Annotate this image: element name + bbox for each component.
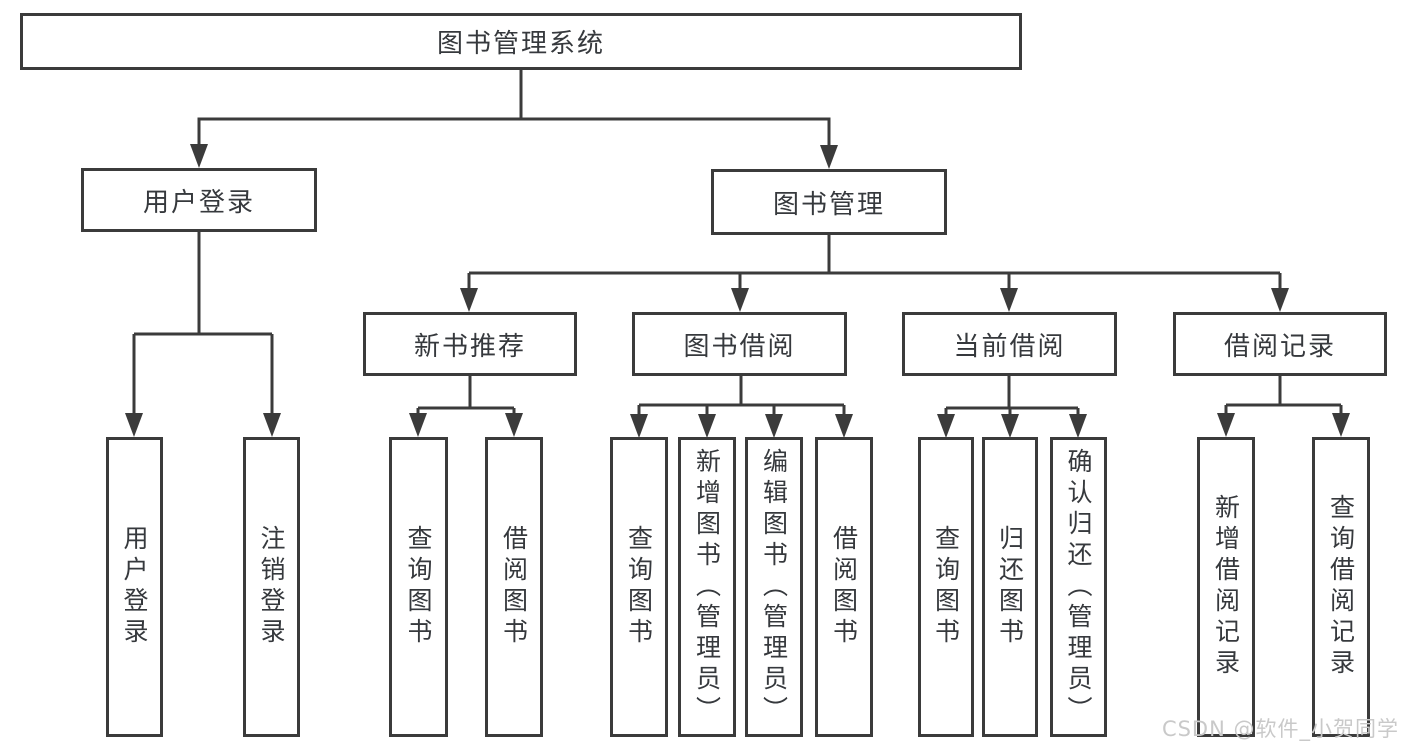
node-current-borrow: 当前借阅	[902, 312, 1117, 376]
connector-bookborrow-to-leaves	[637, 376, 846, 420]
connector-records-to-leaves	[1224, 376, 1343, 419]
node-root: 图书管理系统	[20, 13, 1022, 70]
leaf-edit-books-admin: 编辑图书（管理员）	[745, 437, 803, 737]
connector-newbook-to-leaves	[416, 376, 516, 419]
leaf-borrow-books-2: 借阅图书	[815, 437, 873, 737]
leaf-add-books-admin: 新增图书（管理员）	[678, 437, 736, 737]
connector-root-to-level2	[197, 70, 831, 148]
leaf-label: 用户登录	[120, 525, 149, 649]
leaf-label: 编辑图书（管理员）	[759, 447, 789, 727]
leaf-label: 查询图书	[624, 525, 654, 649]
node-borrow-records: 借阅记录	[1173, 312, 1387, 376]
node-new-book-recommend: 新书推荐	[363, 312, 577, 376]
leaf-label: 查询图书	[931, 525, 961, 649]
node-book-management: 图书管理	[711, 169, 947, 235]
connector-userlogin-to-leaves	[132, 232, 274, 419]
leaf-label: 归还图书	[995, 525, 1025, 649]
connector-bookmgmt-to-level3	[467, 235, 1282, 294]
leaf-label: 借阅图书	[499, 525, 529, 649]
leaf-query-books-3: 查询图书	[918, 437, 974, 737]
leaf-user-login: 用户登录	[106, 437, 163, 737]
leaf-label: 查询图书	[404, 525, 433, 649]
connector-currentborrow-to-leaves	[944, 376, 1080, 420]
leaf-label: 借阅图书	[829, 525, 859, 649]
leaf-label: 查询借阅记录	[1326, 494, 1356, 680]
leaf-return-books: 归还图书	[982, 437, 1038, 737]
leaf-add-borrow-record: 新增借阅记录	[1197, 437, 1255, 737]
leaf-query-borrow-record: 查询借阅记录	[1312, 437, 1370, 737]
leaf-logout-login: 注销登录	[243, 437, 300, 737]
node-user-login: 用户登录	[81, 168, 317, 232]
leaf-query-books-1: 查询图书	[389, 437, 448, 737]
leaf-label: 注销登录	[257, 525, 286, 649]
leaf-query-books-2: 查询图书	[610, 437, 668, 737]
leaf-label: 确认归还（管理员）	[1064, 447, 1093, 727]
node-book-borrow: 图书借阅	[632, 312, 847, 376]
leaf-confirm-return-admin: 确认归还（管理员）	[1050, 437, 1107, 737]
leaf-label: 新增图书（管理员）	[692, 447, 722, 727]
csdn-watermark: CSDN @软件_小贺同学	[1161, 717, 1399, 741]
leaf-label: 新增借阅记录	[1211, 494, 1241, 680]
leaf-borrow-books-1: 借阅图书	[485, 437, 543, 737]
